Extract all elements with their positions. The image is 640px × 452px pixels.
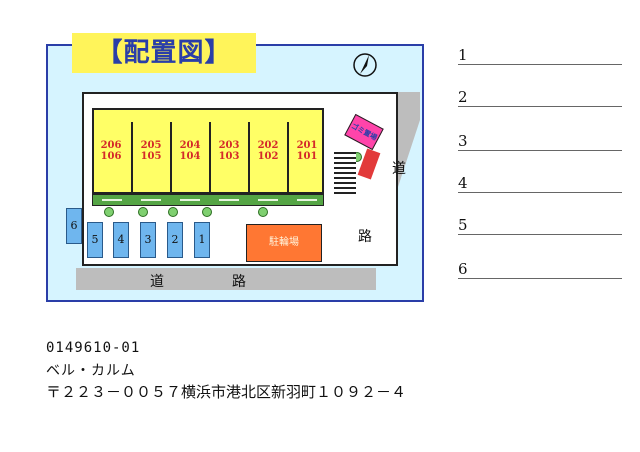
- stripe-mark: [297, 199, 317, 201]
- list-line-6: 6: [458, 260, 622, 279]
- unit-202-102: 202 102: [248, 122, 286, 194]
- unit-206-106: 206 106: [92, 122, 130, 194]
- unit-lower: 106: [100, 151, 122, 162]
- shrub-icon: [202, 207, 212, 217]
- stripe-mark: [219, 199, 239, 201]
- stripe-mark: [180, 199, 200, 201]
- north-arrow-icon: [353, 53, 377, 77]
- list-number: 5: [458, 216, 468, 234]
- parking-space-1: 1: [194, 222, 210, 258]
- parking-space-2: 2: [167, 222, 183, 258]
- shrub-icon: [168, 207, 178, 217]
- parking-space-4: 4: [113, 222, 129, 258]
- list-number: 6: [458, 260, 468, 278]
- unit-lower: 102: [257, 151, 279, 162]
- stripe-mark: [141, 199, 161, 201]
- apartment-building: [92, 108, 324, 194]
- stripe-mark: [102, 199, 122, 201]
- property-name: ベル・カルム: [46, 363, 136, 379]
- shrub-icon: [138, 207, 148, 217]
- list-number: 4: [458, 174, 468, 192]
- list-number: 2: [458, 88, 468, 106]
- road-label: 路: [358, 229, 372, 245]
- unit-lower: 104: [179, 151, 201, 162]
- list-number: 3: [458, 132, 468, 150]
- parking-space-5: 5: [87, 222, 103, 258]
- shrub-icon: [104, 207, 114, 217]
- unit-upper: 204: [179, 140, 201, 151]
- stairs: [334, 152, 356, 196]
- parking-space-6: 6: [66, 208, 82, 244]
- list-line-4: 4: [458, 174, 622, 193]
- stripe-mark: [258, 199, 278, 201]
- list-line-2: 2: [458, 88, 622, 107]
- unit-201-101: 201 101: [287, 122, 325, 194]
- unit-204-104: 204 104: [170, 122, 208, 194]
- unit-205-105: 205 105: [131, 122, 169, 194]
- unit-lower: 101: [296, 151, 318, 162]
- unit-lower: 105: [140, 151, 162, 162]
- list-number: 1: [458, 46, 468, 64]
- unit-upper: 203: [218, 140, 240, 151]
- road-label: 道: [392, 161, 406, 177]
- property-address: 〒２２３－００５７横浜市港北区新羽町１０９２－４: [46, 383, 407, 401]
- page-title: 【配置図】: [72, 33, 256, 73]
- balcony-stripe: [92, 194, 324, 206]
- unit-upper: 205: [140, 140, 162, 151]
- road-label: 路: [232, 274, 246, 290]
- property-code: 0149610-01: [46, 340, 141, 356]
- parking-space-3: 3: [140, 222, 156, 258]
- unit-upper: 201: [296, 140, 318, 151]
- list-line-5: 5: [458, 216, 622, 235]
- unit-203-103: 203 103: [209, 122, 247, 194]
- road-bottom: [76, 268, 376, 290]
- shrub-icon: [258, 207, 268, 217]
- unit-lower: 103: [218, 151, 240, 162]
- bicycle-parking: 駐輪場: [246, 224, 322, 262]
- unit-upper: 202: [257, 140, 279, 151]
- road-label: 道: [150, 274, 164, 290]
- unit-upper: 206: [100, 140, 122, 151]
- list-line-1: 1: [458, 46, 622, 65]
- list-line-3: 3: [458, 132, 622, 151]
